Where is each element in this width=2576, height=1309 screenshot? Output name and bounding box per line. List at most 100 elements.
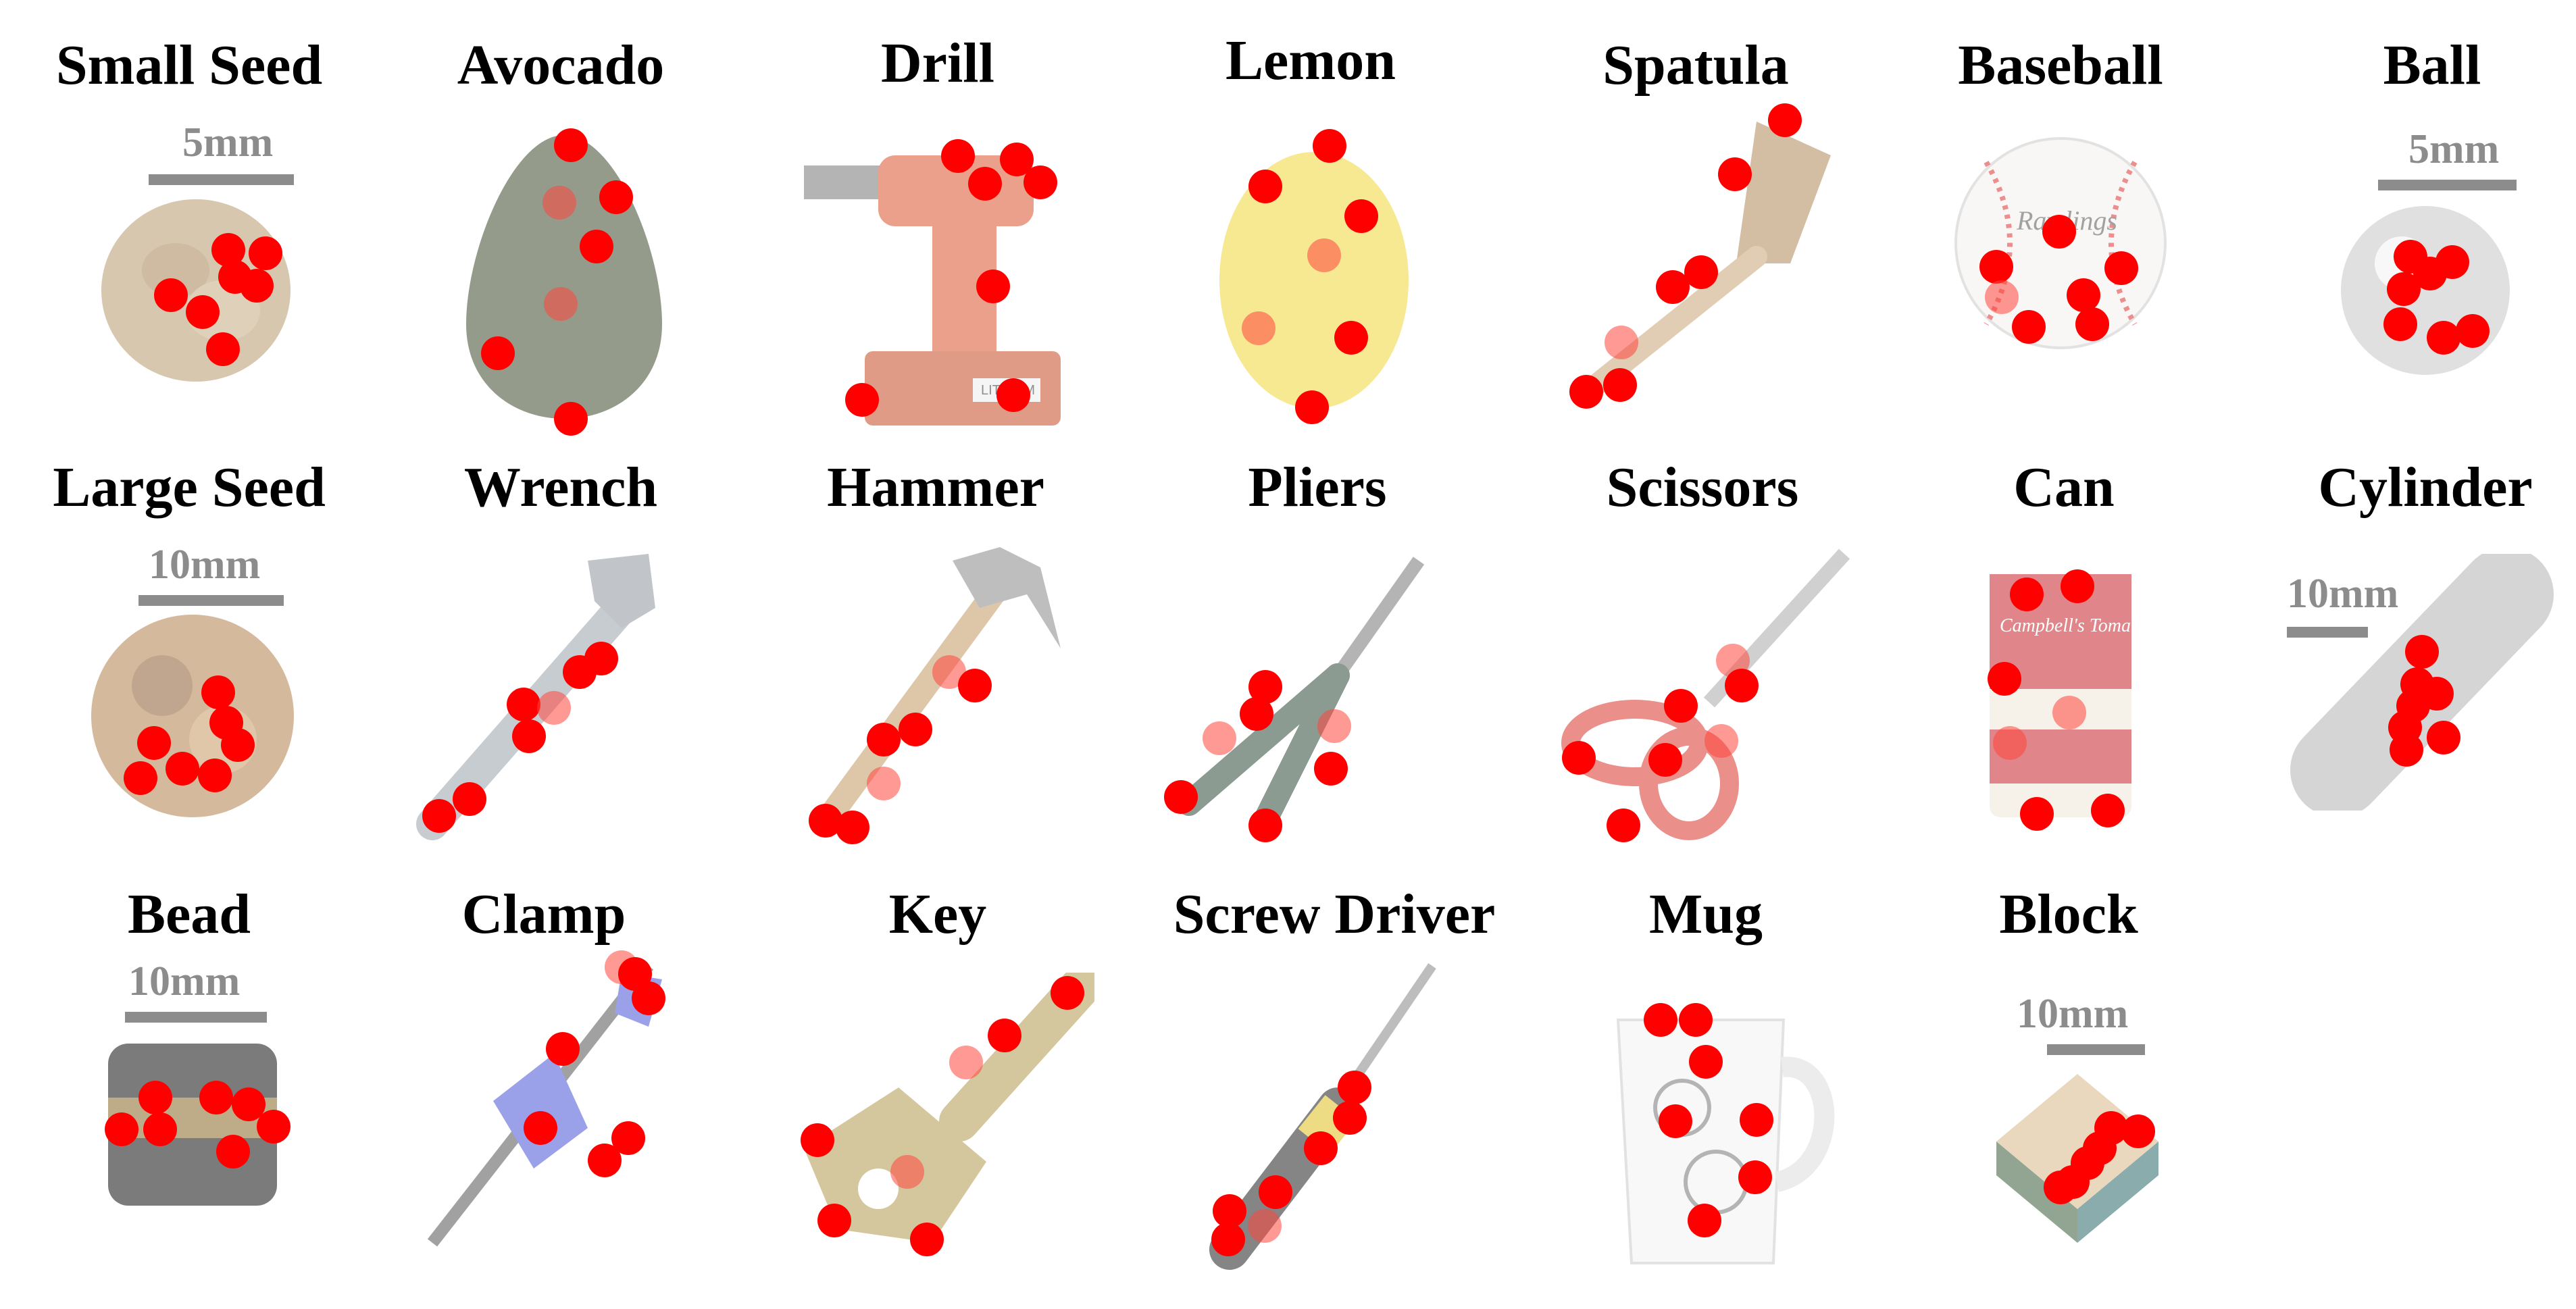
contact-point: [2012, 310, 2046, 344]
object-label-drill: Drill: [881, 32, 994, 95]
contact-point: [976, 270, 1010, 303]
contact-point: [1213, 1194, 1246, 1228]
object-label-lemon: Lemon: [1226, 29, 1396, 92]
contact-point: [1679, 1003, 1713, 1037]
contact-point: [988, 1019, 1021, 1052]
contact-point: [2121, 1114, 2155, 1148]
contact-point: [199, 1081, 233, 1114]
object-label-baseball: Baseball: [1958, 34, 2163, 97]
contact-point: [1317, 709, 1351, 743]
contact-point: [2383, 307, 2417, 341]
scale-text: 10mm: [2287, 571, 2399, 617]
object-label-scissors: Scissors: [1606, 456, 1799, 519]
contact-point: [2405, 635, 2439, 669]
contact-point: [201, 675, 235, 709]
pliers-icon: [1177, 557, 1425, 836]
object-label-avocado: Avocado: [457, 34, 665, 97]
object-label-large-seed: Large Seed: [53, 456, 326, 519]
contact-point: [1684, 255, 1718, 289]
contact-point: [1248, 170, 1282, 203]
contact-point: [2387, 272, 2421, 306]
contact-point: [599, 180, 633, 214]
contact-point: [1314, 752, 1348, 786]
contact-point: [1295, 390, 1329, 424]
contact-point: [554, 402, 588, 436]
avocado-icon: [466, 135, 662, 419]
contact-point: [2427, 321, 2460, 355]
contact-point: [1248, 808, 1282, 842]
contact-point: [1304, 1131, 1338, 1165]
contact-point: [890, 1155, 924, 1189]
contact-point: [899, 713, 932, 746]
contact-point: [1259, 1175, 1292, 1209]
contact-point: [1768, 103, 1802, 137]
contact-point: [1203, 721, 1236, 755]
object-label-cylinder: Cylinder: [2318, 456, 2533, 519]
contact-point: [1644, 1003, 1677, 1037]
contact-point: [2052, 696, 2086, 729]
object-label-pliers: Pliers: [1248, 456, 1387, 519]
contact-point: [221, 728, 255, 762]
contact-point: [546, 1032, 580, 1066]
contact-point: [2061, 569, 2094, 603]
contact-point: [1313, 129, 1346, 163]
contact-point: [1344, 199, 1378, 233]
contact-point: [537, 691, 571, 725]
contact-point: [154, 278, 188, 312]
block-icon: [1996, 1074, 2158, 1243]
contact-point: [1240, 697, 1273, 731]
contact-point: [1704, 724, 1738, 758]
contact-point: [1988, 662, 2021, 696]
contact-point: [1725, 669, 1759, 702]
object-label-block: Block: [1999, 883, 2138, 946]
scale-text: 10mm: [2017, 991, 2129, 1037]
scale-text: 5mm: [2408, 126, 2500, 172]
contact-point: [2456, 314, 2490, 348]
contact-point: [563, 655, 597, 689]
contact-point: [1740, 1103, 1773, 1137]
scale-line: [149, 174, 294, 185]
contact-point: [867, 723, 901, 756]
contact-point: [1718, 157, 1752, 191]
contact-point: [249, 236, 282, 270]
object-label-small-seed: Small Seed: [55, 34, 323, 97]
scale-line: [138, 595, 284, 606]
lemon-icon: [1219, 152, 1409, 409]
contact-point: [1248, 1209, 1282, 1243]
contact-point: [544, 287, 578, 321]
contact-point: [257, 1110, 291, 1144]
contact-point: [845, 383, 879, 417]
contact-point: [910, 1223, 944, 1256]
contact-point: [968, 167, 1002, 201]
object-label-hammer: Hammer: [827, 456, 1044, 519]
scale-line: [2287, 627, 2368, 638]
contact-point: [1688, 1204, 1721, 1237]
contact-point: [166, 752, 199, 786]
object-label-key: Key: [888, 883, 987, 946]
contact-point: [1648, 743, 1682, 777]
contact-point: [216, 1135, 250, 1169]
contact-point: [867, 767, 901, 800]
contact-point: [524, 1111, 557, 1145]
contact-point: [1659, 1104, 1692, 1138]
object-label-clamp: Clamp: [461, 883, 626, 946]
contact-point: [817, 1204, 851, 1237]
contact-point: [1211, 1223, 1245, 1256]
contact-point: [105, 1112, 138, 1146]
contact-point: [1164, 780, 1198, 814]
object-label-wrench: Wrench: [463, 456, 658, 519]
contact-point: [2390, 733, 2423, 767]
object-label-ball: Ball: [2383, 34, 2481, 97]
contact-point: [542, 186, 576, 220]
contact-point: [1242, 311, 1276, 345]
object-label-bead: Bead: [127, 883, 251, 946]
contact-point: [2020, 797, 2054, 831]
contact-point: [138, 1081, 172, 1114]
contact-point: [1338, 1071, 1371, 1104]
contact-point: [1333, 1101, 1367, 1135]
contact-point: [1024, 165, 1057, 199]
contact-point: [941, 139, 975, 173]
contact-point: [1656, 270, 1690, 304]
hammer-icon: [812, 547, 1061, 836]
contact-point: [1569, 375, 1603, 409]
